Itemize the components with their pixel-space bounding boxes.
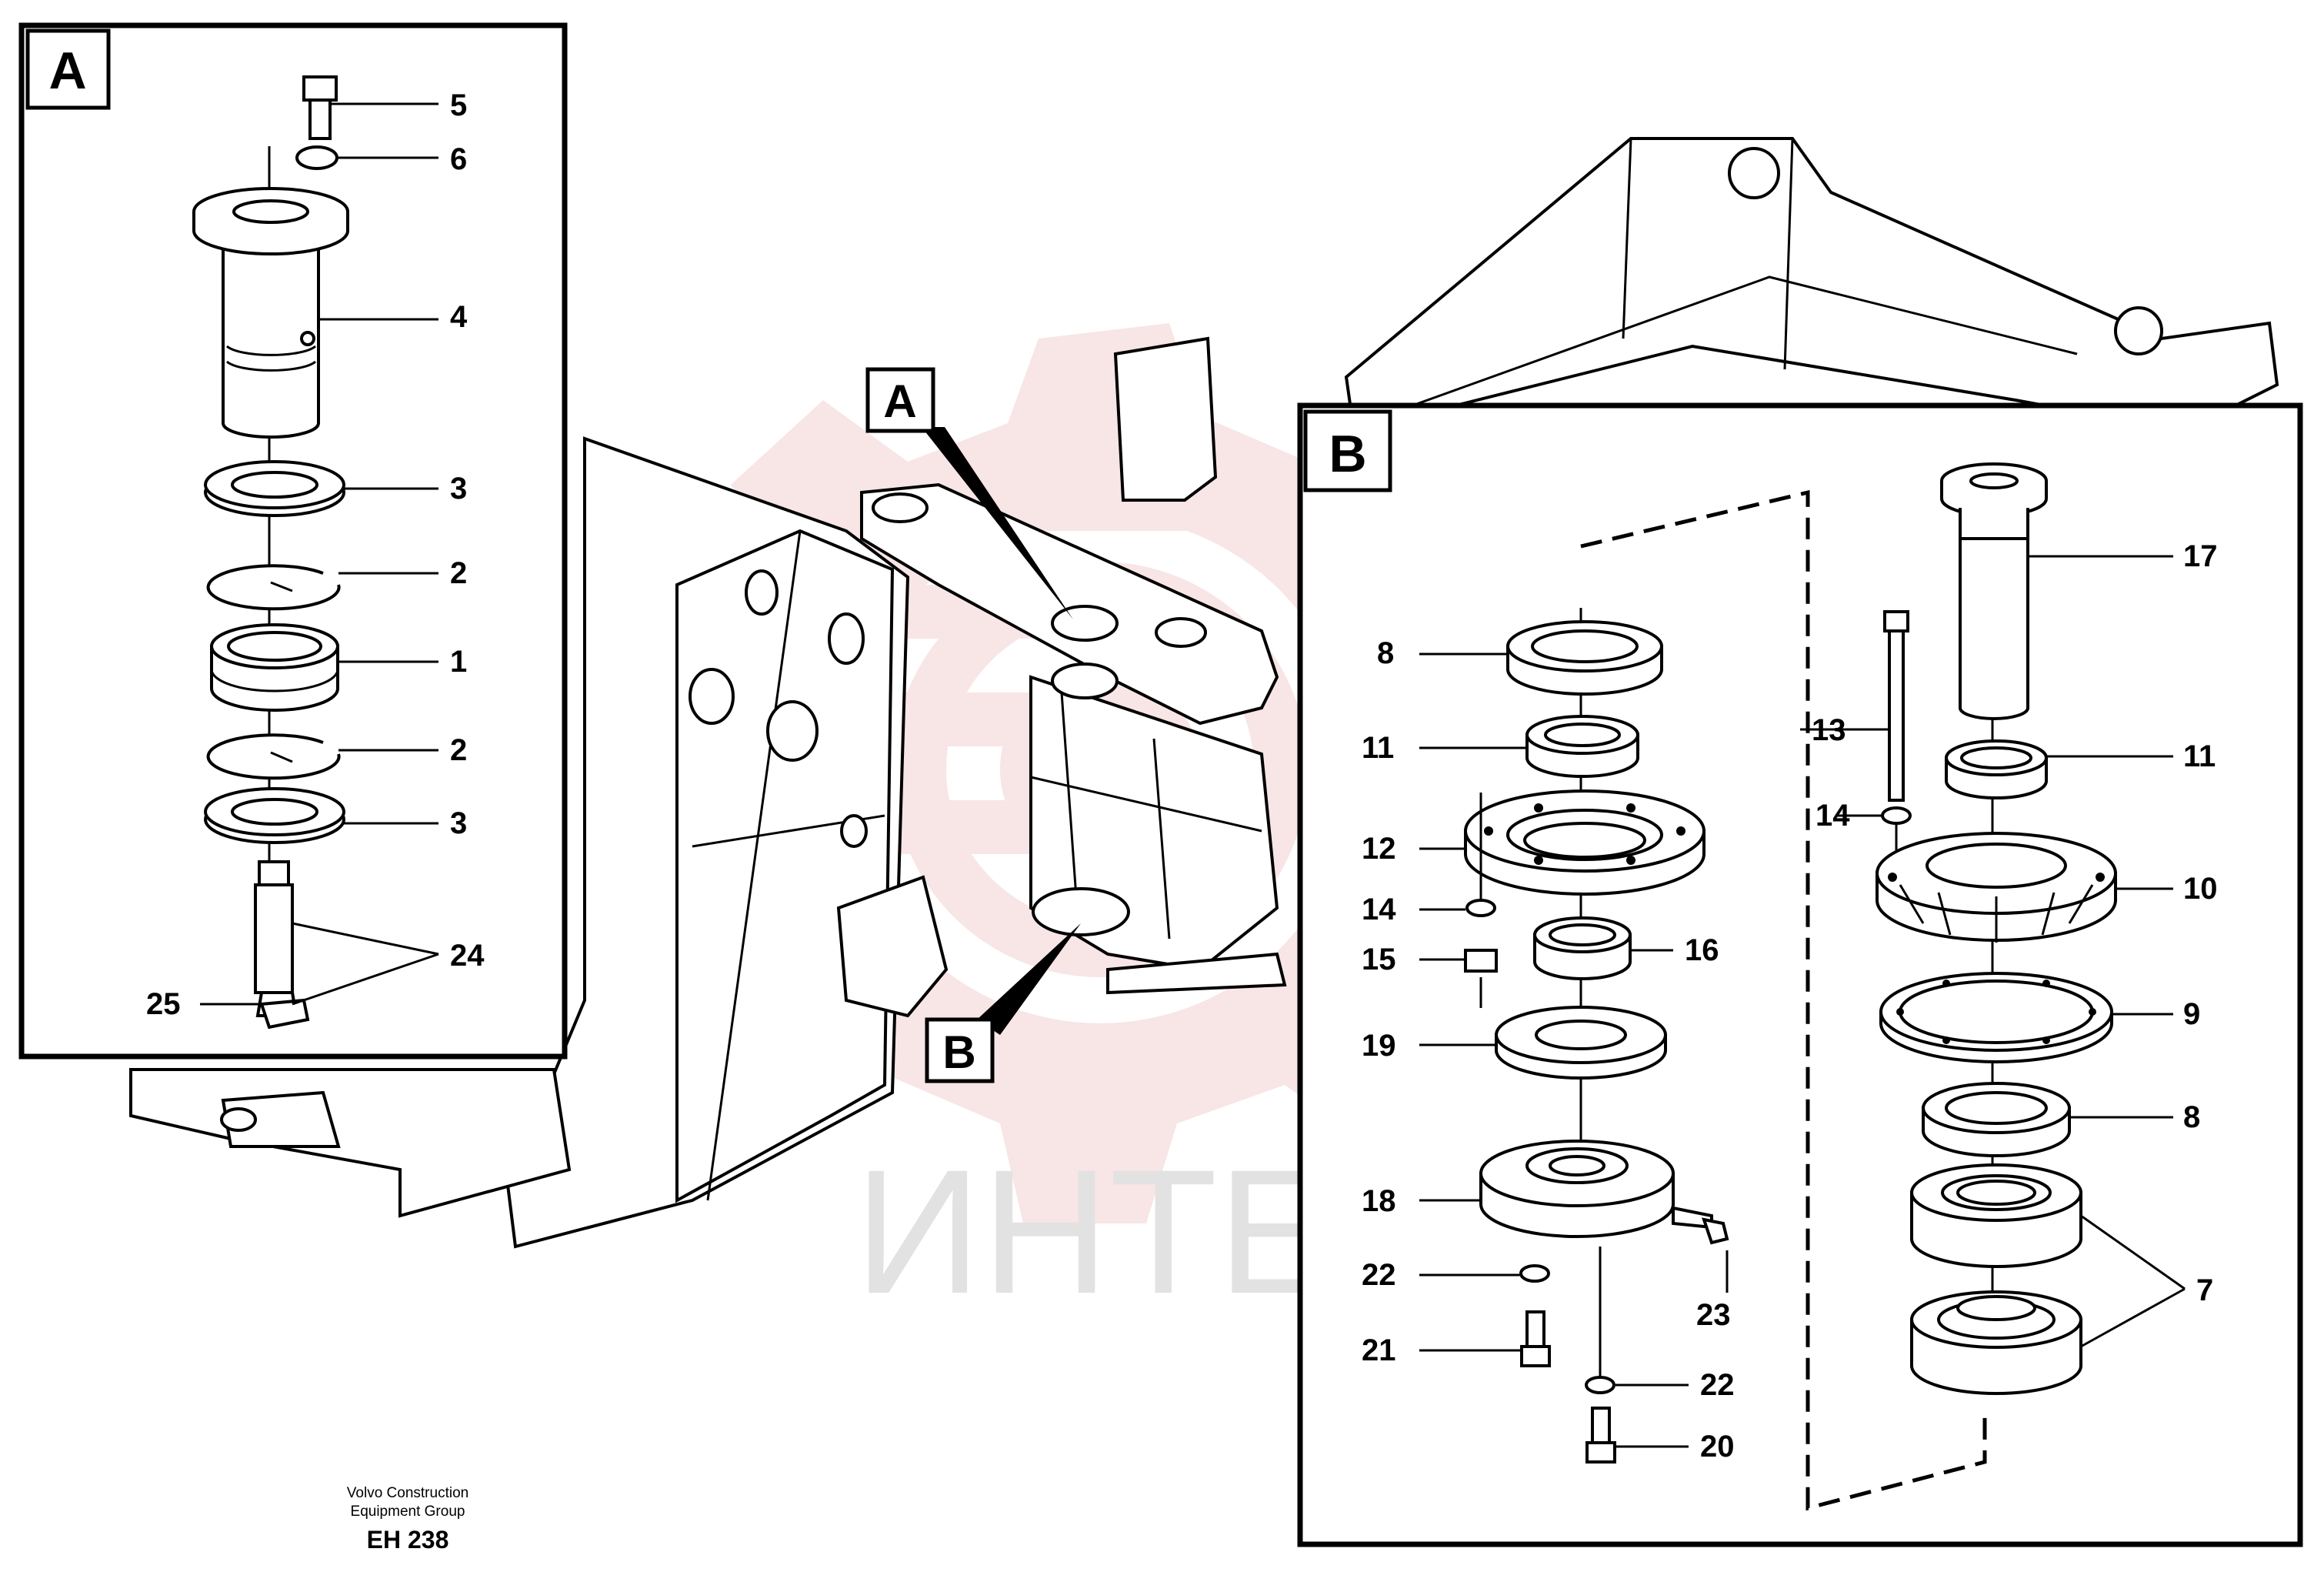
- part-circlip-upper: [206, 564, 341, 611]
- part-flanged-bushing: [192, 187, 349, 439]
- callout: 8: [1377, 636, 1394, 670]
- part-plate: [1495, 1006, 1667, 1080]
- part-bushing-right: [1945, 739, 2048, 799]
- part-long-bolt: [1883, 610, 1909, 632]
- part-washer-left: [1465, 899, 1496, 917]
- detail-a-callouts: 5 6 4 3 2 1 2 3 24 25: [146, 88, 485, 1021]
- callout: 22: [1362, 1258, 1396, 1292]
- part-grease-nipple-b: [1702, 1217, 1729, 1245]
- callout: 12: [1362, 832, 1396, 866]
- callout: 7: [2196, 1273, 2213, 1307]
- detail-b-tag: B: [1329, 425, 1366, 483]
- callout: 24: [450, 939, 485, 973]
- callout: 11: [1362, 731, 1394, 765]
- callout: 4: [450, 300, 468, 334]
- callout: 6: [450, 142, 467, 176]
- part-flange: [1464, 789, 1705, 896]
- part-washer: [1519, 1264, 1550, 1283]
- part-washer: [1585, 1376, 1615, 1394]
- part-bearing-ring: [210, 623, 339, 712]
- callout: 16: [1685, 933, 1719, 967]
- callout: 8: [2183, 1100, 2200, 1134]
- detail-b-callouts-left: 8 11 12 14 15 16 19 18 22 21 23 22 20: [1362, 636, 1735, 1464]
- part-bearing-lower: [1910, 1290, 2082, 1395]
- main-view-tag-b: B: [925, 923, 1081, 1083]
- part-sleeve: [1533, 916, 1632, 980]
- svg-text:B: B: [942, 1026, 975, 1078]
- footer-company-line1: Volvo Construction: [347, 1485, 468, 1501]
- part-hub: [1876, 832, 2117, 943]
- main-view-tag-a: A: [865, 367, 1073, 619]
- callout: 3: [450, 806, 467, 840]
- callout: 5: [450, 88, 467, 122]
- callout: 25: [146, 987, 181, 1021]
- callout: 20: [1700, 1430, 1735, 1464]
- callout: 17: [2183, 539, 2218, 573]
- loader-frame-view: [129, 137, 2279, 1249]
- footer-drawing-code: EH 238: [367, 1526, 449, 1554]
- part-seal-ring-right: [1922, 1082, 2071, 1157]
- part-bolt: [1591, 1407, 1611, 1444]
- part-king-pin: [1940, 462, 2048, 720]
- part-pin: [254, 860, 294, 994]
- footer: Volvo Construction Equipment Group EH 23…: [347, 1485, 468, 1554]
- part-spacer-ring-lower: [204, 787, 345, 844]
- callout: 18: [1362, 1184, 1396, 1218]
- part-housing: [1479, 1140, 1713, 1238]
- callout: 3: [450, 472, 467, 506]
- callout: 23: [1696, 1298, 1731, 1332]
- callout: 9: [2183, 997, 2200, 1031]
- callout: 21: [1362, 1333, 1396, 1367]
- callout: 11: [2183, 739, 2216, 773]
- detail-a-tag: A: [48, 42, 86, 100]
- part-bearing-upper: [1910, 1163, 2082, 1268]
- part-washer-right: [1881, 806, 1912, 825]
- footer-company-line2: Equipment Group: [351, 1504, 465, 1520]
- callout: 14: [1362, 893, 1396, 926]
- callout: 13: [1812, 713, 1846, 747]
- callout: 10: [2183, 872, 2218, 906]
- part-nut: [1464, 949, 1498, 973]
- callout: 15: [1362, 943, 1396, 976]
- callout: 1: [450, 645, 467, 679]
- callout: 22: [1700, 1368, 1735, 1402]
- part-washer: [295, 145, 338, 170]
- part-bolt: [302, 75, 338, 140]
- part-circlip-lower: [206, 733, 341, 780]
- part-bolt: [1525, 1310, 1545, 1348]
- part-grease-nipple: [255, 991, 310, 1030]
- svg-text:A: A: [883, 375, 916, 427]
- detail-b-callouts-right: 17 13 11 14 10 9 8 7: [1812, 539, 2218, 1307]
- callout: 14: [1816, 799, 1850, 833]
- callout: 19: [1362, 1029, 1396, 1063]
- detail-b-panel: B: [1297, 402, 2303, 1547]
- detail-a-panel: A: [18, 22, 568, 1060]
- callout: 2: [450, 733, 467, 767]
- callout: 2: [450, 556, 467, 590]
- part-bushing-left: [1525, 715, 1639, 778]
- part-gasket: [1879, 972, 2113, 1063]
- part-spacer-ring-upper: [204, 460, 345, 517]
- part-seal-ring-left: [1506, 620, 1663, 696]
